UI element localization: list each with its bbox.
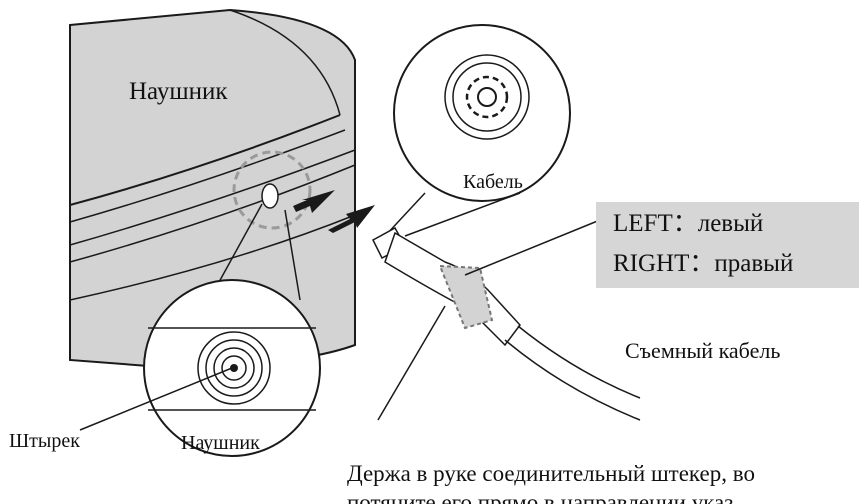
instruction-text-line-2: потяните его прямо в направлении указ	[347, 490, 734, 504]
earphone-label-top: Наушник	[129, 78, 228, 105]
pin-label: Штырек	[9, 430, 80, 452]
pin-zoom-circle	[79, 203, 321, 457]
right-label: RIGHT：правый	[613, 250, 794, 277]
earcup-illustration	[69, 8, 356, 370]
left-right-label-box	[596, 202, 859, 288]
direction-arrows	[293, 190, 375, 233]
left-label: LEFT：левый	[613, 210, 764, 237]
earphone-label-bottom: Наушник	[181, 432, 260, 454]
cable-zoom-circle	[384, 24, 571, 237]
instruction-text-line-1: Держа в руке соединительный штекер, во	[347, 461, 755, 486]
detachable-cable-label: Съемный кабель	[625, 338, 781, 363]
cable-label: Кабель	[463, 171, 523, 193]
cable-plug-illustration	[372, 219, 641, 421]
